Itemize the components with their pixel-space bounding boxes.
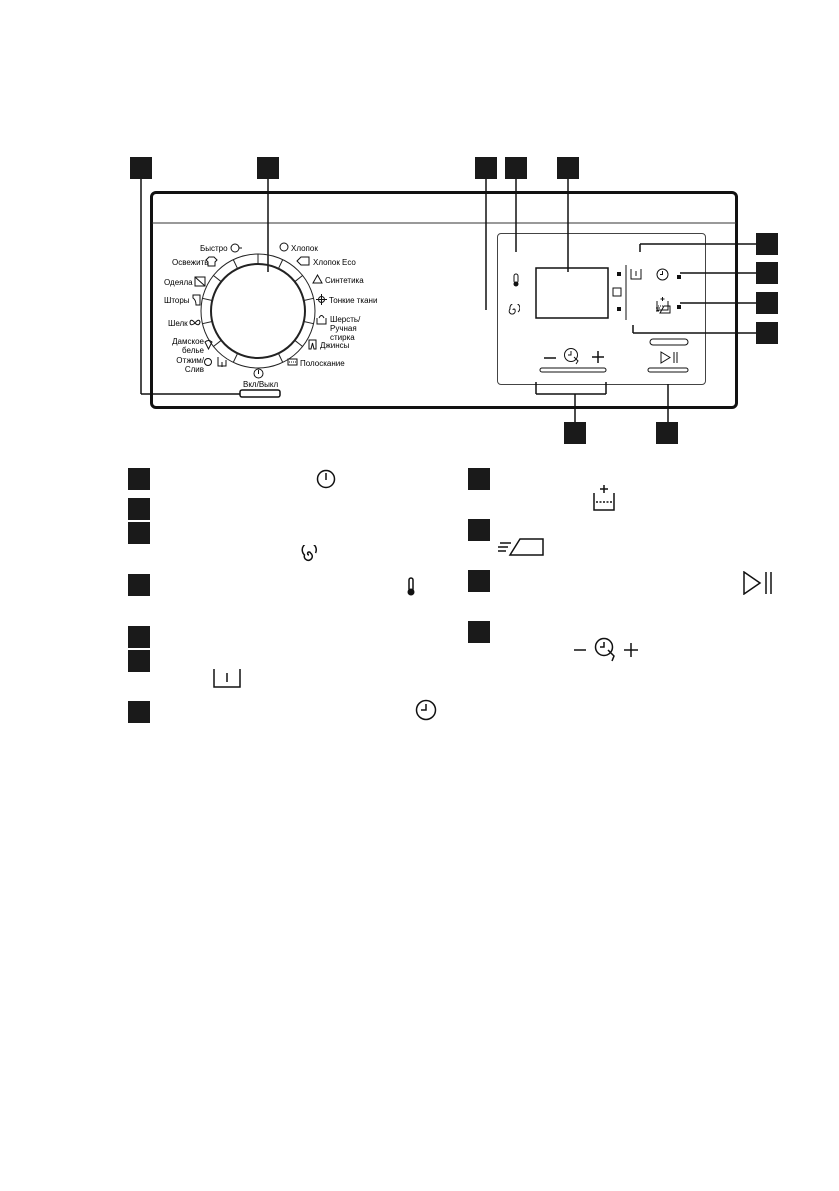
callout-badge-5	[557, 157, 579, 179]
temperature-icon	[513, 273, 519, 287]
legend-badge-7	[128, 701, 150, 723]
temperature-icon-legend	[407, 577, 415, 596]
program-label-cotton-eco: Хлопок Eco	[313, 258, 356, 267]
program-label-synthetics: Синтетика	[325, 276, 364, 285]
duvet-icon	[194, 276, 206, 287]
plus-sign[interactable]	[592, 351, 604, 363]
legend-badge-9	[468, 519, 490, 541]
delay-start-icon	[656, 268, 669, 281]
program-label-wool: Шерсть/ Ручная стирка	[330, 315, 361, 342]
callout-badge-9	[756, 322, 778, 344]
lingerie-icon	[204, 340, 213, 350]
program-label-silk: Шелк	[168, 319, 188, 328]
spin-icon-legend	[301, 545, 317, 562]
legend-badge-10	[468, 570, 490, 592]
callout-badge-3	[475, 157, 497, 179]
program-label-delicates: Тонкие ткани	[329, 296, 378, 305]
time-manager-icon	[564, 348, 579, 365]
legend-badge-6	[128, 650, 150, 672]
program-label-refresh: Освежить	[172, 258, 209, 267]
dial-segment-divider	[303, 297, 314, 302]
dial-segment-divider	[213, 275, 222, 283]
dial-segment-divider	[294, 275, 303, 283]
curtains-icon	[192, 294, 201, 306]
wool-icon	[316, 315, 327, 325]
prewash-icon	[630, 269, 642, 280]
program-label-curtains: Шторы	[164, 296, 190, 305]
refresh-icon	[205, 256, 218, 267]
start-pause-icon[interactable]	[660, 351, 680, 364]
callout-badge-11	[656, 422, 678, 444]
program-label-duvet: Одеяла	[164, 278, 193, 287]
dial-segment-divider	[277, 353, 284, 363]
power-icon-dial	[253, 368, 264, 379]
callout-badge-6	[756, 233, 778, 255]
minus-sign[interactable]	[544, 356, 556, 360]
display-area	[497, 233, 706, 385]
program-label-quick: Быстро	[200, 244, 228, 253]
power-icon	[316, 469, 336, 489]
legend-badge-2	[128, 498, 150, 520]
dial-segment-divider	[232, 259, 239, 269]
spin-drain-icon	[204, 357, 227, 367]
dial-segment-divider	[303, 320, 314, 325]
callout-badge-10	[564, 422, 586, 444]
minus-icon-legend	[574, 649, 586, 651]
time-manager-icon-legend	[594, 637, 615, 662]
callout-badge-4	[505, 157, 527, 179]
plus-icon-legend	[624, 643, 638, 657]
cotton-eco-icon	[296, 256, 310, 266]
callout-badge-1	[130, 157, 152, 179]
control-panel	[150, 191, 738, 409]
program-label-lingerie: Дамское белье	[172, 337, 204, 355]
dial-segment-divider	[213, 339, 222, 347]
callout-badge-8	[756, 292, 778, 314]
legend-badge-5	[128, 626, 150, 648]
easy-iron-icon-legend	[498, 538, 544, 556]
program-label-jeans: Джинсы	[320, 341, 350, 350]
dial-segment-divider	[277, 259, 284, 269]
program-label-rinse: Полоскание	[300, 359, 345, 368]
legend-badge-3	[128, 522, 150, 544]
quick-icon	[230, 243, 242, 253]
dial-segment-divider	[232, 353, 239, 363]
dial-segment-divider	[202, 320, 213, 325]
callout-badge-7	[756, 262, 778, 284]
legend-badge-11	[468, 621, 490, 643]
delicates-icon	[316, 294, 327, 305]
program-label-spin-drain: Отжим/ Слив	[176, 356, 204, 374]
delay-start-icon-legend	[415, 699, 437, 721]
power-label: Вкл/Выкл	[243, 380, 279, 389]
cotton-icon	[279, 242, 289, 252]
dial-segment-divider	[294, 339, 303, 347]
jeans-icon	[308, 339, 317, 350]
silk-icon	[189, 319, 201, 326]
synthetics-icon	[312, 274, 323, 284]
legend-badge-8	[468, 468, 490, 490]
dial-segment-divider	[202, 297, 213, 302]
prewash-icon-legend	[213, 669, 241, 688]
rinse-icon	[287, 358, 298, 366]
legend-badge-1	[128, 468, 150, 490]
easy-iron-icon	[656, 305, 671, 314]
spin-icon	[508, 304, 520, 315]
program-label-cotton: Хлопок	[291, 244, 318, 253]
extra-rinse-icon-legend	[593, 485, 615, 511]
callout-badge-2	[257, 157, 279, 179]
start-pause-icon-legend	[743, 571, 772, 595]
legend-badge-4	[128, 574, 150, 596]
